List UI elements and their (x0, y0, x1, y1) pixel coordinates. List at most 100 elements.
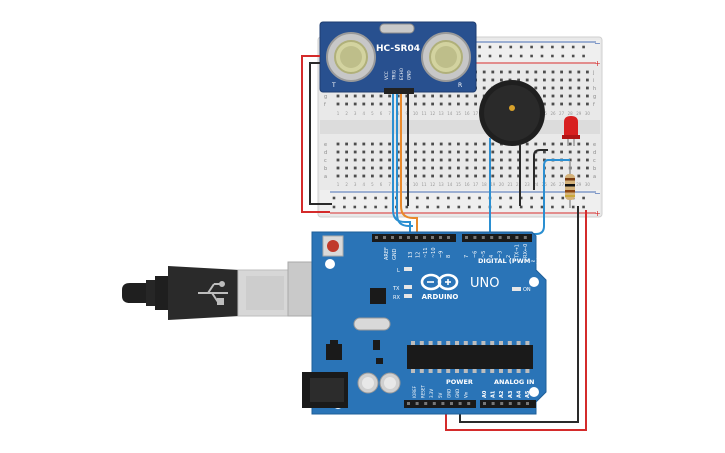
wire-black-top[interactable] (309, 62, 332, 205)
wire-5v-return[interactable] (445, 210, 587, 431)
row-letter: a (324, 174, 327, 180)
header-top-pin-holes (375, 236, 527, 239)
column-number: 1 (337, 111, 340, 116)
power-jack (302, 372, 348, 408)
column-number: 2 (345, 111, 348, 116)
reset-button-icon[interactable] (322, 235, 344, 257)
row-letter: d (593, 150, 596, 156)
column-number: 30 (585, 111, 591, 116)
rail-plus-label-bottom: + (594, 209, 601, 218)
led-on (512, 287, 521, 291)
power-label: POWER (446, 378, 473, 386)
column-number: 29 (576, 182, 582, 187)
header-top-left (372, 234, 456, 242)
column-number: 13 (439, 182, 445, 187)
arduino-infinity-logo (420, 273, 459, 291)
header-top-right (462, 234, 532, 242)
small-component-2 (376, 358, 383, 364)
brand-label: ARDUINO (422, 293, 459, 301)
power-pin-label: GND (455, 389, 460, 398)
column-number: 26 (550, 111, 556, 116)
column-number: 26 (550, 182, 556, 187)
resistor[interactable] (565, 162, 575, 208)
power-pin-label: RESET (421, 385, 426, 398)
column-number: 27 (559, 111, 565, 116)
column-number: 17 (473, 182, 479, 187)
column-number: 21 (507, 182, 513, 187)
power-pin-label: IOREF (412, 385, 417, 398)
header-bottom-right (480, 400, 536, 408)
sensor-model-label: HC-SR04 (376, 44, 420, 54)
column-number: 23 (525, 182, 531, 187)
wires (301, 55, 587, 431)
led-l (404, 267, 412, 271)
led-l-label: L (397, 268, 400, 274)
gnd-label-top: GND (392, 248, 398, 260)
row-letter: g (593, 94, 596, 100)
row-letter: e (324, 142, 327, 148)
column-number: 7 (388, 111, 391, 116)
column-number: 8 (397, 111, 400, 116)
column-number: 10 (413, 111, 419, 116)
center-channel (320, 120, 600, 134)
row-letter: c (593, 158, 596, 164)
column-number: 16 (464, 182, 470, 187)
column-number: 1 (337, 182, 340, 187)
column-number: 2 (345, 182, 348, 187)
wire-echo-orange[interactable] (400, 94, 418, 236)
digital-pin-label: ~5 (481, 251, 487, 258)
usb-trident-icon (198, 281, 228, 305)
wire-led-blue[interactable] (510, 159, 570, 235)
usb-cable-icon[interactable] (122, 261, 315, 320)
column-number: 18 (482, 182, 488, 187)
row-letter: a (593, 174, 596, 180)
sensor-pin-label: TRIG (392, 70, 397, 81)
analog-pin-label: A0 (482, 390, 488, 398)
row-letter: j (592, 70, 594, 76)
column-number: 3 (354, 111, 357, 116)
wire-red-top[interactable] (301, 55, 330, 213)
column-number: 27 (559, 182, 565, 187)
column-number: 30 (585, 182, 591, 187)
column-number: 17 (473, 111, 479, 116)
digital-pin-label: ~3 (498, 251, 504, 258)
analog-pin-label: A3 (508, 390, 514, 398)
column-number: 4 (363, 182, 366, 187)
bottom-power-rail (320, 190, 600, 214)
power-pin-label: GND (446, 389, 451, 398)
analog-pin-label: A1 (491, 390, 497, 398)
column-number: 8 (397, 182, 400, 187)
digital-pin-label: ~10 (431, 247, 437, 258)
column-number: 16 (464, 111, 470, 116)
row-letter: b (324, 166, 327, 172)
crystal-oscillator (353, 317, 391, 331)
digital-pin-label: 13 (408, 252, 414, 258)
column-number: 15 (456, 111, 462, 116)
digital-pin-label: TX→1 (514, 244, 520, 259)
column-number: 22 (516, 182, 522, 187)
power-pin-label: 3.3V (429, 389, 434, 398)
sensor-pin-label: ECHO (399, 67, 404, 80)
red-led[interactable] (562, 116, 580, 146)
led-rx (404, 294, 412, 298)
digital-pin-label: ~6 (472, 251, 478, 258)
rail-plus-label-top: + (594, 59, 601, 68)
small-component (373, 340, 380, 350)
rail-minus-label-bottom: − (594, 189, 601, 198)
piezo-buzzer[interactable] (479, 80, 545, 146)
power-pin-label: 5V (438, 392, 443, 398)
column-number: 11 (421, 111, 427, 116)
digital-pin-label: ~9 (438, 251, 444, 258)
capacitor-2 (379, 372, 401, 394)
wire-trig-blue[interactable] (396, 94, 413, 227)
sensor-pin-label: VCC (384, 71, 389, 80)
wire-led-black[interactable] (533, 149, 548, 190)
transducer-right (421, 32, 471, 82)
column-number: 24 (533, 182, 539, 187)
column-number: 13 (439, 111, 445, 116)
